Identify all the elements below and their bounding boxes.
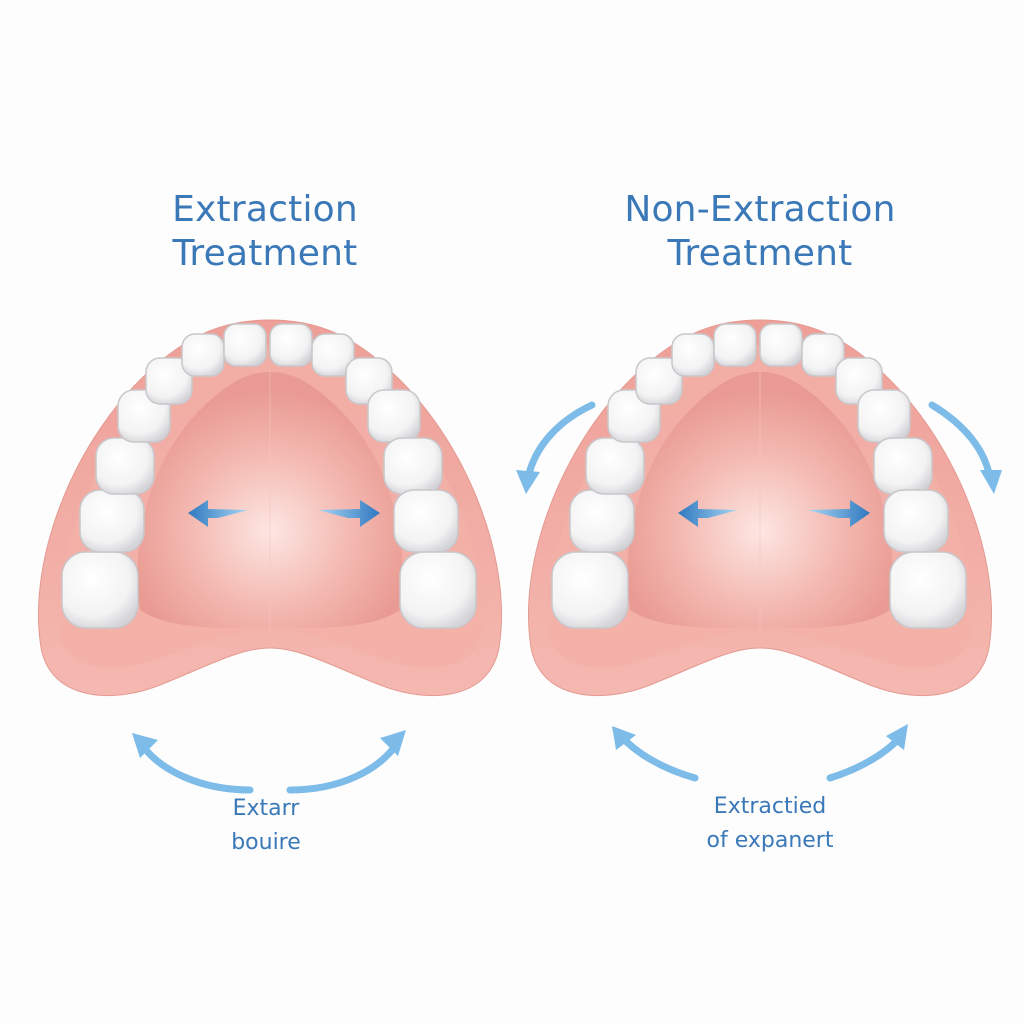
extraction-title-line1: Extraction xyxy=(172,189,358,230)
extraction-dental-arch xyxy=(37,319,503,697)
non-extraction-title-line1: Non-Extraction xyxy=(624,189,896,230)
extraction-caption-line2: bouire xyxy=(231,830,301,855)
non-extraction-title-line2: Treatment xyxy=(667,233,853,274)
non-extraction-caption: Extractied of expanert xyxy=(660,790,880,858)
extraction-caption-line1: Extarr xyxy=(232,796,300,821)
non-extraction-title: Non-Extraction Treatment xyxy=(560,188,960,276)
non-extraction-caption-line2: of expanert xyxy=(706,828,834,853)
non-extraction-dental-arch xyxy=(527,319,993,697)
non-extraction-caption-line1: Extractied xyxy=(713,794,827,819)
non-extraction-bottom-arrow-left xyxy=(616,731,699,782)
non-extraction-bottom-arrow-right xyxy=(826,731,906,782)
arrowhead xyxy=(132,733,158,758)
extraction-bottom-arrow-left xyxy=(138,741,254,794)
extraction-caption: Extarr bouire xyxy=(166,792,366,860)
extraction-bottom-arrow-right xyxy=(286,738,402,794)
extraction-title-line2: Treatment xyxy=(172,233,358,274)
extraction-title: Extraction Treatment xyxy=(115,188,415,276)
